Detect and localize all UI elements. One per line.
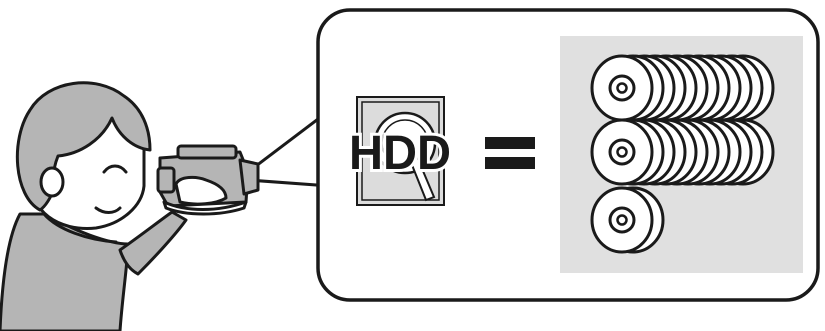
person-ear xyxy=(41,168,63,196)
disc-icon xyxy=(592,56,652,120)
camcorder-icon xyxy=(158,146,258,214)
disc-icon xyxy=(592,188,652,252)
person-arm xyxy=(120,212,186,274)
hdd-label: HDD xyxy=(349,127,451,180)
disc-row xyxy=(592,56,773,120)
person-with-camcorder-icon xyxy=(0,83,258,331)
person-torso xyxy=(0,214,128,331)
camcorder-lens xyxy=(240,160,258,194)
hard-disk-icon: HDD xyxy=(349,97,451,205)
camcorder-viewfinder xyxy=(158,168,174,192)
disc-icon xyxy=(592,120,652,184)
camcorder-top-handle xyxy=(178,146,236,158)
disc-row xyxy=(592,120,773,184)
disc-row xyxy=(592,188,663,252)
